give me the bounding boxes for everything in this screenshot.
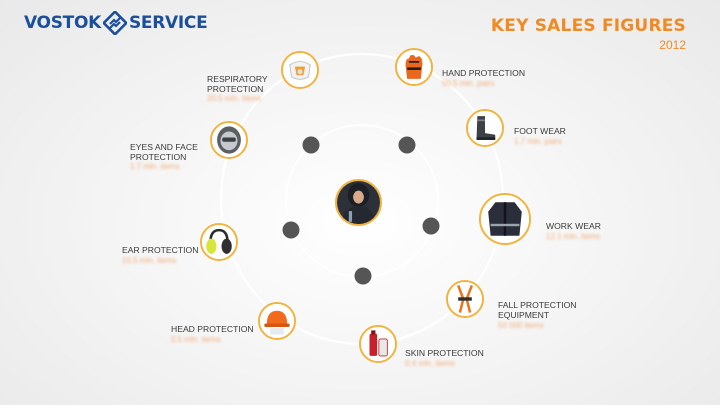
inner-node bbox=[398, 136, 416, 154]
value-eyes-face: 1.7 mln. items bbox=[130, 162, 180, 171]
worker-winter-suit-icon bbox=[337, 181, 380, 224]
photo-eyes-face bbox=[210, 121, 248, 159]
value-skin: 0.4 mln. items bbox=[405, 359, 455, 368]
value-ear: 10.5 mln. items bbox=[122, 256, 177, 265]
safety-harness-icon bbox=[448, 282, 482, 316]
label-foot-wear: FOOT WEAR bbox=[514, 126, 566, 136]
hard-hat-icon bbox=[260, 304, 294, 338]
value-head: 0.5 mln. items bbox=[171, 335, 221, 344]
value-hand: 50.5 mln. pairs bbox=[442, 79, 495, 88]
photo-hand bbox=[395, 48, 433, 86]
brand-name-left: VOSTOK bbox=[24, 13, 101, 33]
value-respiratory: 20.5 mln. items bbox=[207, 94, 262, 103]
inner-node bbox=[422, 217, 440, 235]
inner-node bbox=[282, 221, 300, 239]
label-head: HEAD PROTECTION bbox=[171, 324, 254, 334]
brand-name-right: SERVICE bbox=[128, 13, 208, 33]
page-title: KEY SALES FIGURES bbox=[490, 16, 686, 36]
page-year: 2012 bbox=[659, 38, 686, 52]
label-hand: HAND PROTECTION bbox=[442, 68, 526, 78]
photo-respiratory bbox=[281, 51, 319, 89]
center-worker-photo bbox=[335, 179, 382, 226]
skin-cream-icon bbox=[361, 327, 395, 361]
photo-head bbox=[258, 302, 296, 340]
brand-logo: VOSTOK SERVICE bbox=[24, 11, 208, 35]
label-ear: EAR PROTECTION bbox=[122, 245, 199, 255]
photo-foot-wear bbox=[466, 109, 504, 147]
label-fall-protection: FALL PROTECTION EQUIPMENT bbox=[498, 300, 577, 320]
work-boot-icon bbox=[468, 111, 502, 145]
photo-ear bbox=[200, 223, 238, 261]
inner-node bbox=[302, 136, 320, 154]
photo-fall-protection bbox=[446, 280, 484, 318]
logo-mark-icon bbox=[102, 11, 127, 35]
label-respiratory: RESPIRATORY PROTECTION bbox=[207, 74, 268, 94]
photo-skin bbox=[359, 325, 397, 363]
label-skin: SKIN PROTECTION bbox=[405, 348, 484, 358]
label-eyes-face: EYES AND FACE PROTECTION bbox=[130, 142, 198, 162]
value-work-wear: 12.1 mln. items bbox=[546, 232, 601, 241]
value-foot-wear: 1.7 mln. pairs bbox=[514, 137, 563, 146]
face-shield-icon bbox=[212, 123, 246, 157]
value-fall-protection: 50 000 items bbox=[498, 321, 544, 330]
respirator-mask-icon bbox=[283, 53, 317, 87]
work-jacket-icon bbox=[481, 195, 529, 243]
photo-work-wear bbox=[479, 193, 531, 245]
inner-node bbox=[354, 267, 372, 285]
ear-muffs-icon bbox=[202, 225, 236, 259]
protective-glove-icon bbox=[397, 50, 431, 84]
label-work-wear: WORK WEAR bbox=[546, 221, 601, 231]
